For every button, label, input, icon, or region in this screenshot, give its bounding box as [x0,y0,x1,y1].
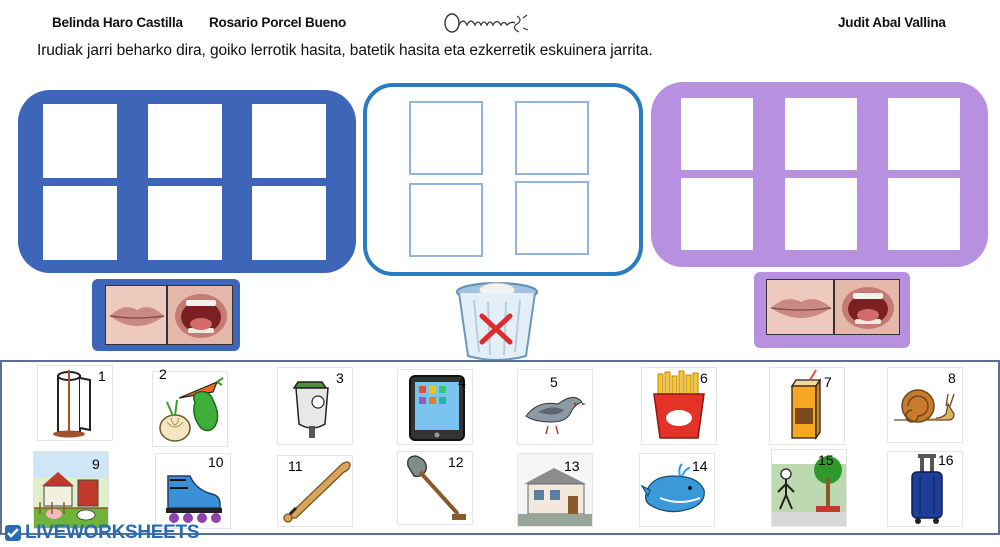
mouth-picture-closed-frame [92,279,240,351]
card-number: 3 [336,370,344,386]
whale-icon [640,463,705,513]
card-number: 13 [564,458,580,474]
card-number: 8 [948,370,956,386]
draggable-card-3[interactable]: 3 [278,368,352,444]
drop-slot[interactable] [681,178,753,250]
image-bank: 1 2 3 [0,360,1000,535]
card-number: 14 [692,458,708,474]
open-mouth-icon [167,285,233,345]
closed-lips-icon [105,285,167,345]
draggable-card-6[interactable]: 6 [642,368,716,444]
liveworksheets-brand-text: LIVEWORKSHEETS [25,522,200,543]
draggable-card-13[interactable]: 13 [518,454,592,526]
draggable-card-2[interactable]: 2 [153,366,227,446]
drop-slot[interactable] [252,186,326,260]
drop-slot[interactable] [785,178,857,250]
farm-icon [34,452,108,528]
draggable-card-12[interactable]: 12 [398,452,472,524]
card-number: 1 [98,368,106,384]
pigeon-icon [525,397,586,435]
card-number: 6 [700,370,708,386]
drop-slot[interactable] [148,186,222,260]
drop-slot[interactable] [148,104,222,178]
drop-slot[interactable] [43,104,117,178]
closed-lips-icon [766,279,834,335]
draggable-card-9[interactable]: 9 [34,452,108,528]
draggable-card-8[interactable]: 8 [888,368,962,442]
drop-slot[interactable] [409,101,483,175]
draggable-card-11[interactable]: 11 [278,456,352,526]
drop-slot[interactable] [681,98,753,170]
house-icon [518,454,592,526]
card-number: 4 [458,374,466,390]
open-mouth-icon [834,279,900,335]
tablet-icon [409,375,465,441]
snail-icon [894,389,955,423]
mouth-picture-open-frame [754,272,910,348]
card-number: 16 [938,452,954,468]
draggable-card-16[interactable]: 16 [888,452,962,526]
trash-bin-icon [456,282,538,361]
baseball-bat-icon [283,461,351,523]
draggable-card-10[interactable]: 10 [156,454,230,528]
drop-slot[interactable] [515,181,589,255]
drop-slot[interactable] [785,98,857,170]
juice-box-icon [790,369,822,441]
card-number: 12 [448,454,464,470]
drop-panel-trash [363,83,643,276]
liveworksheets-logo-icon [5,525,21,541]
draggable-card-5[interactable]: 5 [518,370,592,444]
shovel-icon [407,455,466,520]
card-number: 15 [818,452,834,468]
instructions-text: Irudiak jarri beharko dira, goiko lerrot… [37,42,653,59]
paper-towel-icon [53,370,91,438]
handwritten-logo-icon [444,13,529,33]
drop-slot[interactable] [43,186,117,260]
french-fries-icon [653,370,705,439]
drop-slot[interactable] [409,183,483,257]
drop-slot[interactable] [888,98,960,170]
suitcase-icon [911,454,943,524]
roller-skate-icon [166,475,222,523]
card-number: 10 [208,454,224,470]
drop-panel-open-mouth [651,82,988,267]
drop-slot[interactable] [888,178,960,250]
card-number: 5 [550,374,558,390]
liveworksheets-branding[interactable]: LIVEWORKSHEETS [4,521,200,545]
author-name-1: Belinda Haro Castilla [52,15,183,30]
draggable-card-4[interactable]: 4 [398,370,472,444]
street-icon [772,456,846,526]
card-number: 9 [92,456,100,472]
drop-slot[interactable] [515,101,589,175]
draggable-card-1[interactable]: 1 [38,366,112,440]
vegetables-icon [159,377,224,442]
draggable-card-7[interactable]: 7 [770,368,844,444]
drop-panel-closed-mouth [18,90,356,273]
card-number: 7 [824,374,832,390]
drop-slot[interactable] [252,104,326,178]
card-number: 11 [288,458,303,474]
card-number: 2 [159,366,167,382]
draggable-card-15[interactable]: 15 [772,450,846,526]
litter-bin-icon [292,381,329,438]
draggable-card-14[interactable]: 14 [640,454,714,526]
author-name-3: Judit Abal Vallina [838,15,946,30]
author-name-2: Rosario Porcel Bueno [209,15,347,30]
